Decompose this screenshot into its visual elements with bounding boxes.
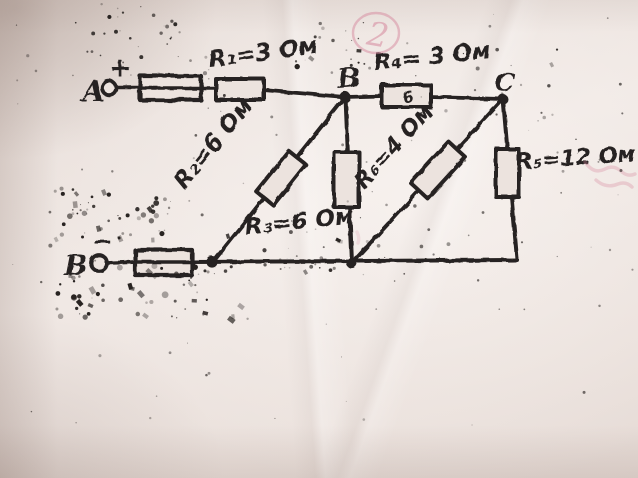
node-c-dot xyxy=(498,94,508,104)
junction-bottom-left-dot xyxy=(206,256,218,268)
junction-bottom-mid-dot xyxy=(346,257,358,269)
resistor-r5-body xyxy=(494,147,521,199)
ink-layer xyxy=(89,73,521,278)
minus-sign: − xyxy=(92,227,113,256)
terminal-a-label: A xyxy=(79,74,105,108)
node-b-dot xyxy=(339,91,351,103)
circled-mark-ellipse xyxy=(351,11,401,55)
wire-r4-nodeC xyxy=(428,95,505,101)
wire-nodeB-r4 xyxy=(343,94,385,99)
pink-annotations: 2 xyxy=(351,11,637,245)
terminal-b-label: В xyxy=(63,249,88,282)
terminal-b-circle xyxy=(89,253,109,273)
plus-sign: + xyxy=(109,53,132,84)
r3-value-label: R₃=6 Ом xyxy=(243,203,355,240)
terminal-a-circle xyxy=(100,79,118,97)
r4-value-label: R₄= 3 Ом xyxy=(373,38,493,76)
resistor-r2-body xyxy=(254,148,308,208)
photocopy-speckle-layer xyxy=(12,2,634,426)
wire-terminalB-fuse xyxy=(105,260,138,265)
r4-inner-pen-mark: 6 xyxy=(401,87,415,107)
junction-dots xyxy=(206,91,508,269)
node-c-label: C xyxy=(495,68,515,97)
resistor-r3-body xyxy=(332,150,361,209)
resistor-r6-body xyxy=(408,139,468,201)
wire-r1-nodeB xyxy=(261,88,347,99)
r1-value-label: R₁=3 Ом xyxy=(207,33,319,74)
resistor-r1-body xyxy=(214,77,266,102)
component-bodies xyxy=(89,73,521,278)
node-b-label: B xyxy=(335,62,361,95)
resistor-r4-body xyxy=(380,83,433,109)
faint-pink-scribble xyxy=(355,160,637,245)
r2-value-label: R₂=6 Ом xyxy=(169,93,258,195)
